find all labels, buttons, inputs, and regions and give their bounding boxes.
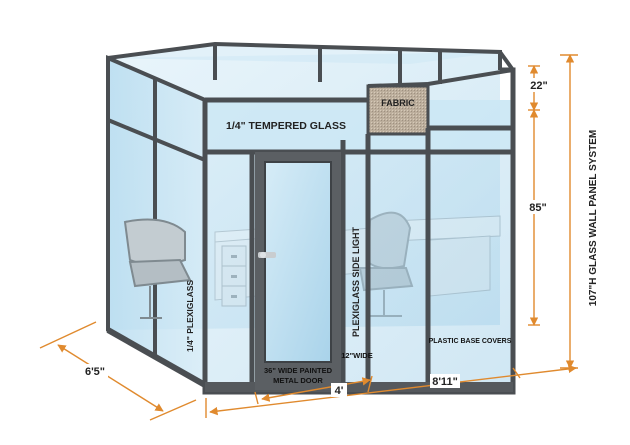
label-plastic-base-covers: PLASTIC BASE COVERS — [429, 338, 512, 345]
dimension-labels: 22" 85" 107"H GLASS WALL PANEL SYSTEM 6'… — [82, 78, 599, 397]
dim-wall-height: 85" — [529, 202, 546, 214]
dimension-lines — [39, 54, 578, 421]
dim-depth: 6'5" — [85, 366, 105, 378]
label-side-light-width: 12"WIDE — [341, 351, 372, 360]
top-frame — [107, 41, 502, 84]
dim-door-width: 4' — [335, 385, 344, 397]
label-door-line1: 36" WIDE PAINTED — [264, 366, 333, 375]
chair-left — [123, 218, 192, 319]
label-plexiglass-left: 1/4" PLEXIGLASS — [185, 280, 195, 352]
label-plexiglass-side-light: PLEXIGLASS SIDE LIGHT — [351, 226, 361, 337]
metal-door — [255, 152, 341, 390]
label-door-line2: METAL DOOR — [273, 376, 323, 385]
dim-transom-height: 22" — [530, 80, 547, 92]
dim-width: 8'11" — [432, 376, 458, 388]
dim-total-height: 107"H GLASS WALL PANEL SYSTEM — [588, 130, 599, 306]
label-tempered-glass: 1/4" TEMPERED GLASS — [226, 120, 346, 132]
label-fabric: FABRIC — [381, 98, 415, 108]
fabric-panel — [366, 84, 430, 136]
